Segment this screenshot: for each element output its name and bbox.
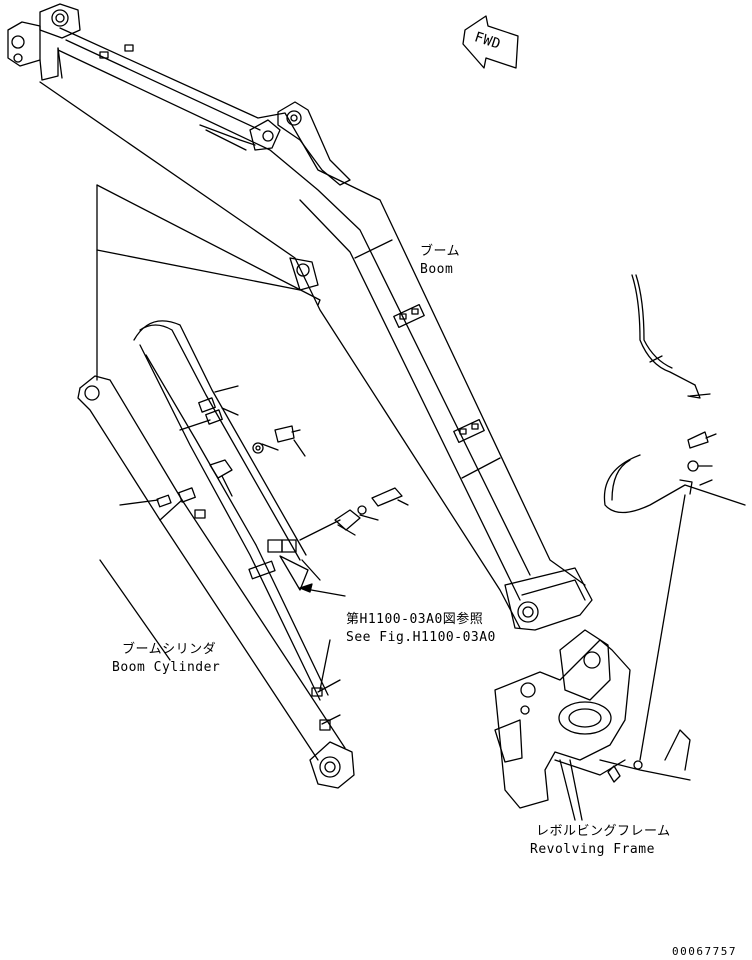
see-fig-label-en: See Fig.H1100-03A0 bbox=[346, 630, 496, 645]
boom-drawing bbox=[7, 3, 593, 631]
boom-label-jp: ブーム bbox=[420, 244, 461, 259]
revolving-frame-drawing bbox=[494, 274, 746, 821]
revolving-frame-label-en: Revolving Frame bbox=[530, 842, 655, 857]
boom-cylinder-label-en: Boom Cylinder bbox=[112, 660, 221, 675]
boom-cylinder-drawing bbox=[77, 320, 409, 789]
drawing-number: 00067757 bbox=[672, 945, 737, 958]
revolving-frame-label-jp: レボルビングフレーム bbox=[536, 824, 671, 839]
boom-cylinder-label-jp: ブームシリンダ bbox=[122, 642, 217, 657]
see-fig-label-jp: 第H1100-03A0図参照 bbox=[346, 612, 484, 627]
boom-label-en: Boom bbox=[420, 262, 454, 277]
fwd-arrow bbox=[462, 15, 519, 69]
